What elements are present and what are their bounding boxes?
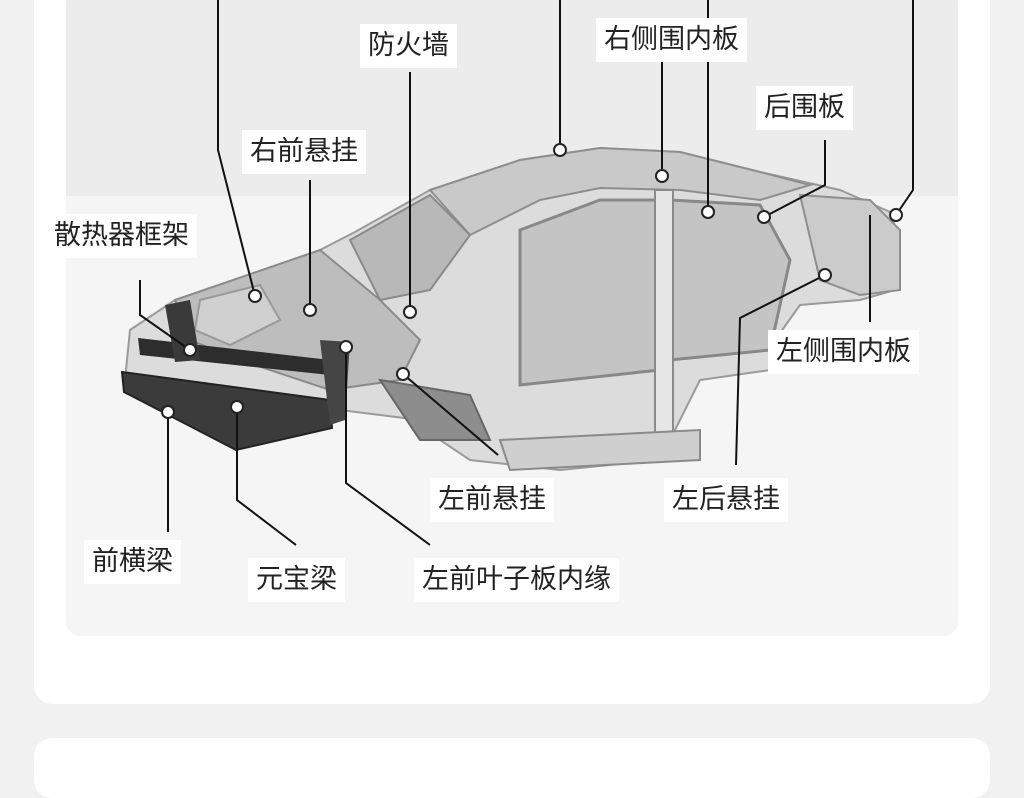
label-left-side-inner-panel: 左侧围内板 <box>768 330 919 374</box>
car-body-illustration <box>120 146 902 472</box>
anchor-points <box>161 143 903 419</box>
label-firewall: 防火墙 <box>360 24 457 68</box>
label-yuanbao-beam: 元宝梁 <box>248 558 345 602</box>
leader-lines <box>139 0 914 546</box>
label-front-crossbeam: 前横梁 <box>84 540 181 584</box>
label-left-front-fender-inner-edge: 左前叶子板内缘 <box>414 558 619 602</box>
label-right-side-inner-panel: 右侧围内板 <box>596 18 747 62</box>
label-right-front-suspension: 右前悬挂 <box>242 130 366 174</box>
label-left-front-suspension: 左前悬挂 <box>430 478 554 522</box>
car-body-diagram <box>120 0 914 546</box>
label-rear-panel: 后围板 <box>756 86 853 130</box>
label-left-rear-suspension: 左后悬挂 <box>664 478 788 522</box>
label-radiator-frame: 散热器框架 <box>46 214 197 258</box>
